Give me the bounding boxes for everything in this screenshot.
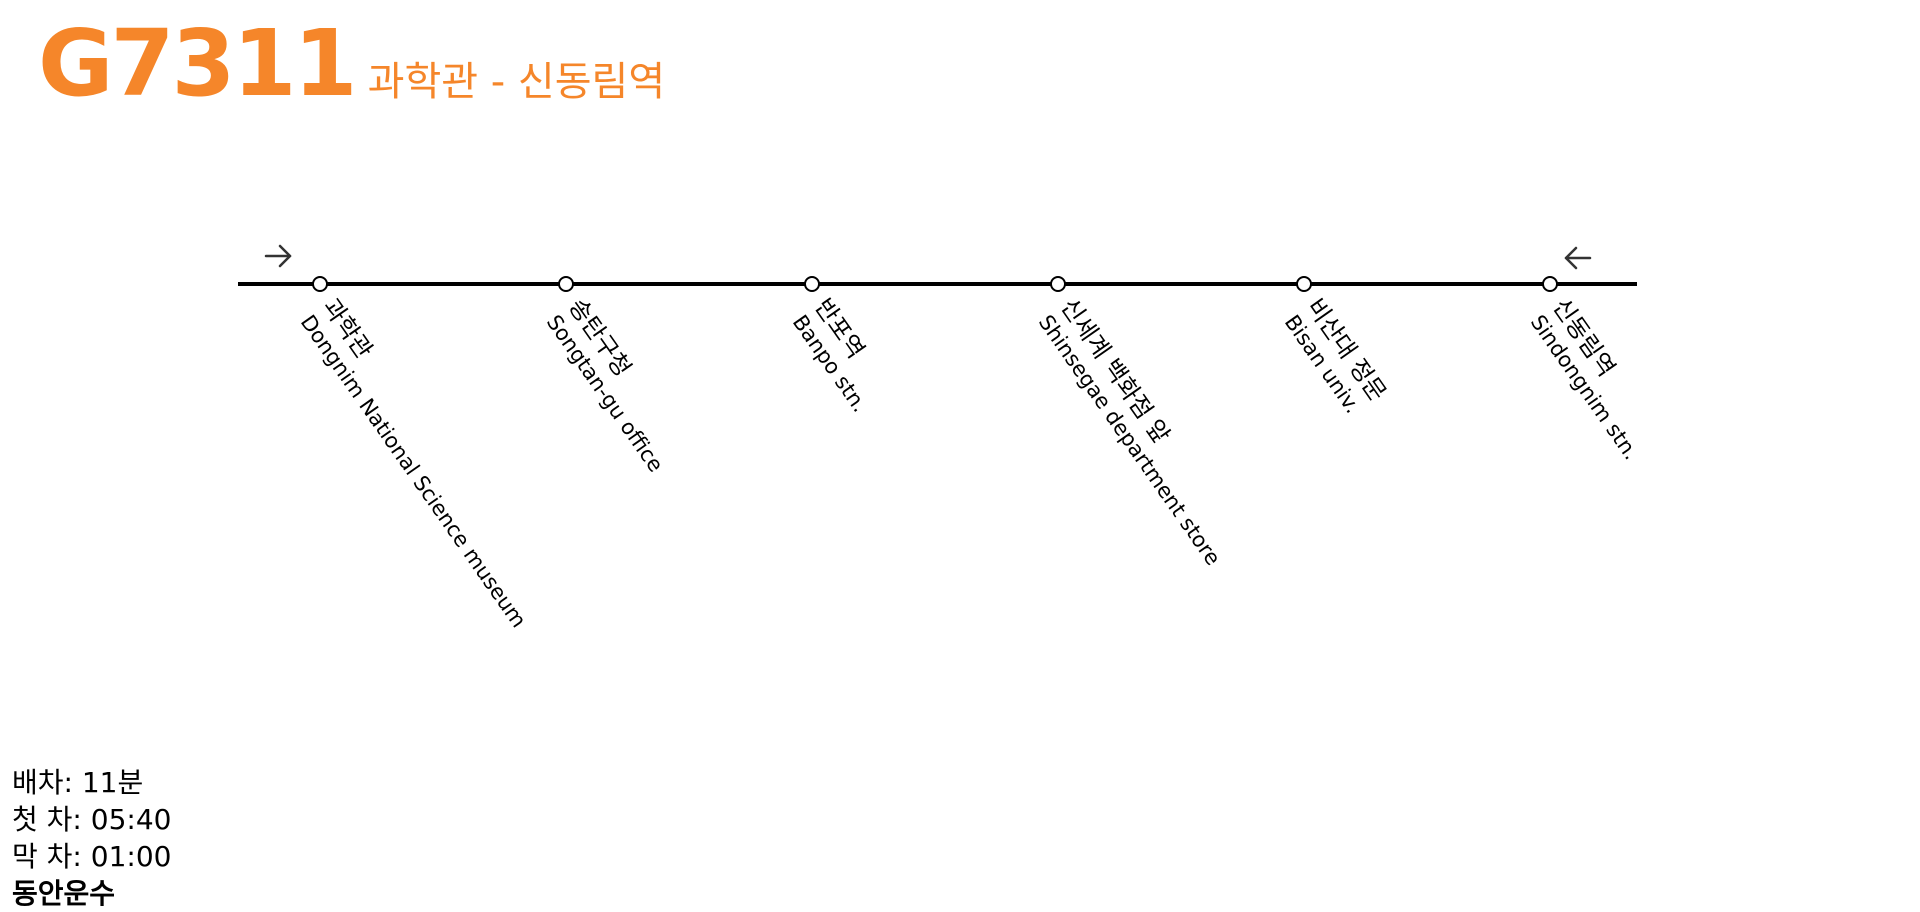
route-terminals: 과학관 - 신동림역	[367, 59, 666, 105]
route-header: G7311 과학관 - 신동림역	[38, 18, 665, 110]
stop-marker	[558, 276, 574, 292]
arrow-left-icon	[1564, 246, 1592, 270]
stop: 신세계 백화점 앞Shinsegae department store	[1034, 276, 1250, 570]
stop-marker	[1542, 276, 1558, 292]
stop: 과학관Dongnim National Science museum	[296, 276, 556, 632]
stop-name-en: Dongnim National Science museum	[296, 311, 531, 632]
interval-text: 배차: 11분	[12, 766, 144, 799]
stop-label: 송탄구청Songtan-gu office	[542, 293, 693, 476]
stop-marker	[1296, 276, 1312, 292]
stop: 반포역Banpo stn.	[788, 276, 897, 417]
first-bus-text: 첫 차: 05:40	[12, 803, 172, 836]
last-bus-text: 막 차: 01:00	[12, 840, 172, 873]
service-info: 배차: 11분 첫 차: 05:40 막 차: 01:00 동안운수	[12, 764, 171, 912]
stop-marker	[804, 276, 820, 292]
stop-name-en: Shinsegae department store	[1034, 311, 1225, 570]
stop-marker	[1050, 276, 1066, 292]
stop-label: 과학관Dongnim National Science museum	[296, 293, 556, 632]
route-number: G7311	[38, 10, 358, 117]
stop: 비산대 정문Bisan univ.	[1280, 276, 1392, 421]
arrow-right-icon	[264, 244, 292, 268]
stop-label: 신세계 백화점 앞Shinsegae department store	[1034, 293, 1250, 569]
stop-label: 신동림역Sindongnim stn.	[1526, 293, 1668, 464]
stop-label: 반포역Banpo stn.	[788, 293, 897, 416]
stop-label: 비산대 정문Bisan univ.	[1280, 293, 1392, 421]
operator-name: 동안운수	[12, 877, 116, 910]
stop: 송탄구청Songtan-gu office	[542, 276, 693, 477]
stop-marker	[312, 276, 328, 292]
stop: 신동림역Sindongnim stn.	[1526, 276, 1668, 464]
